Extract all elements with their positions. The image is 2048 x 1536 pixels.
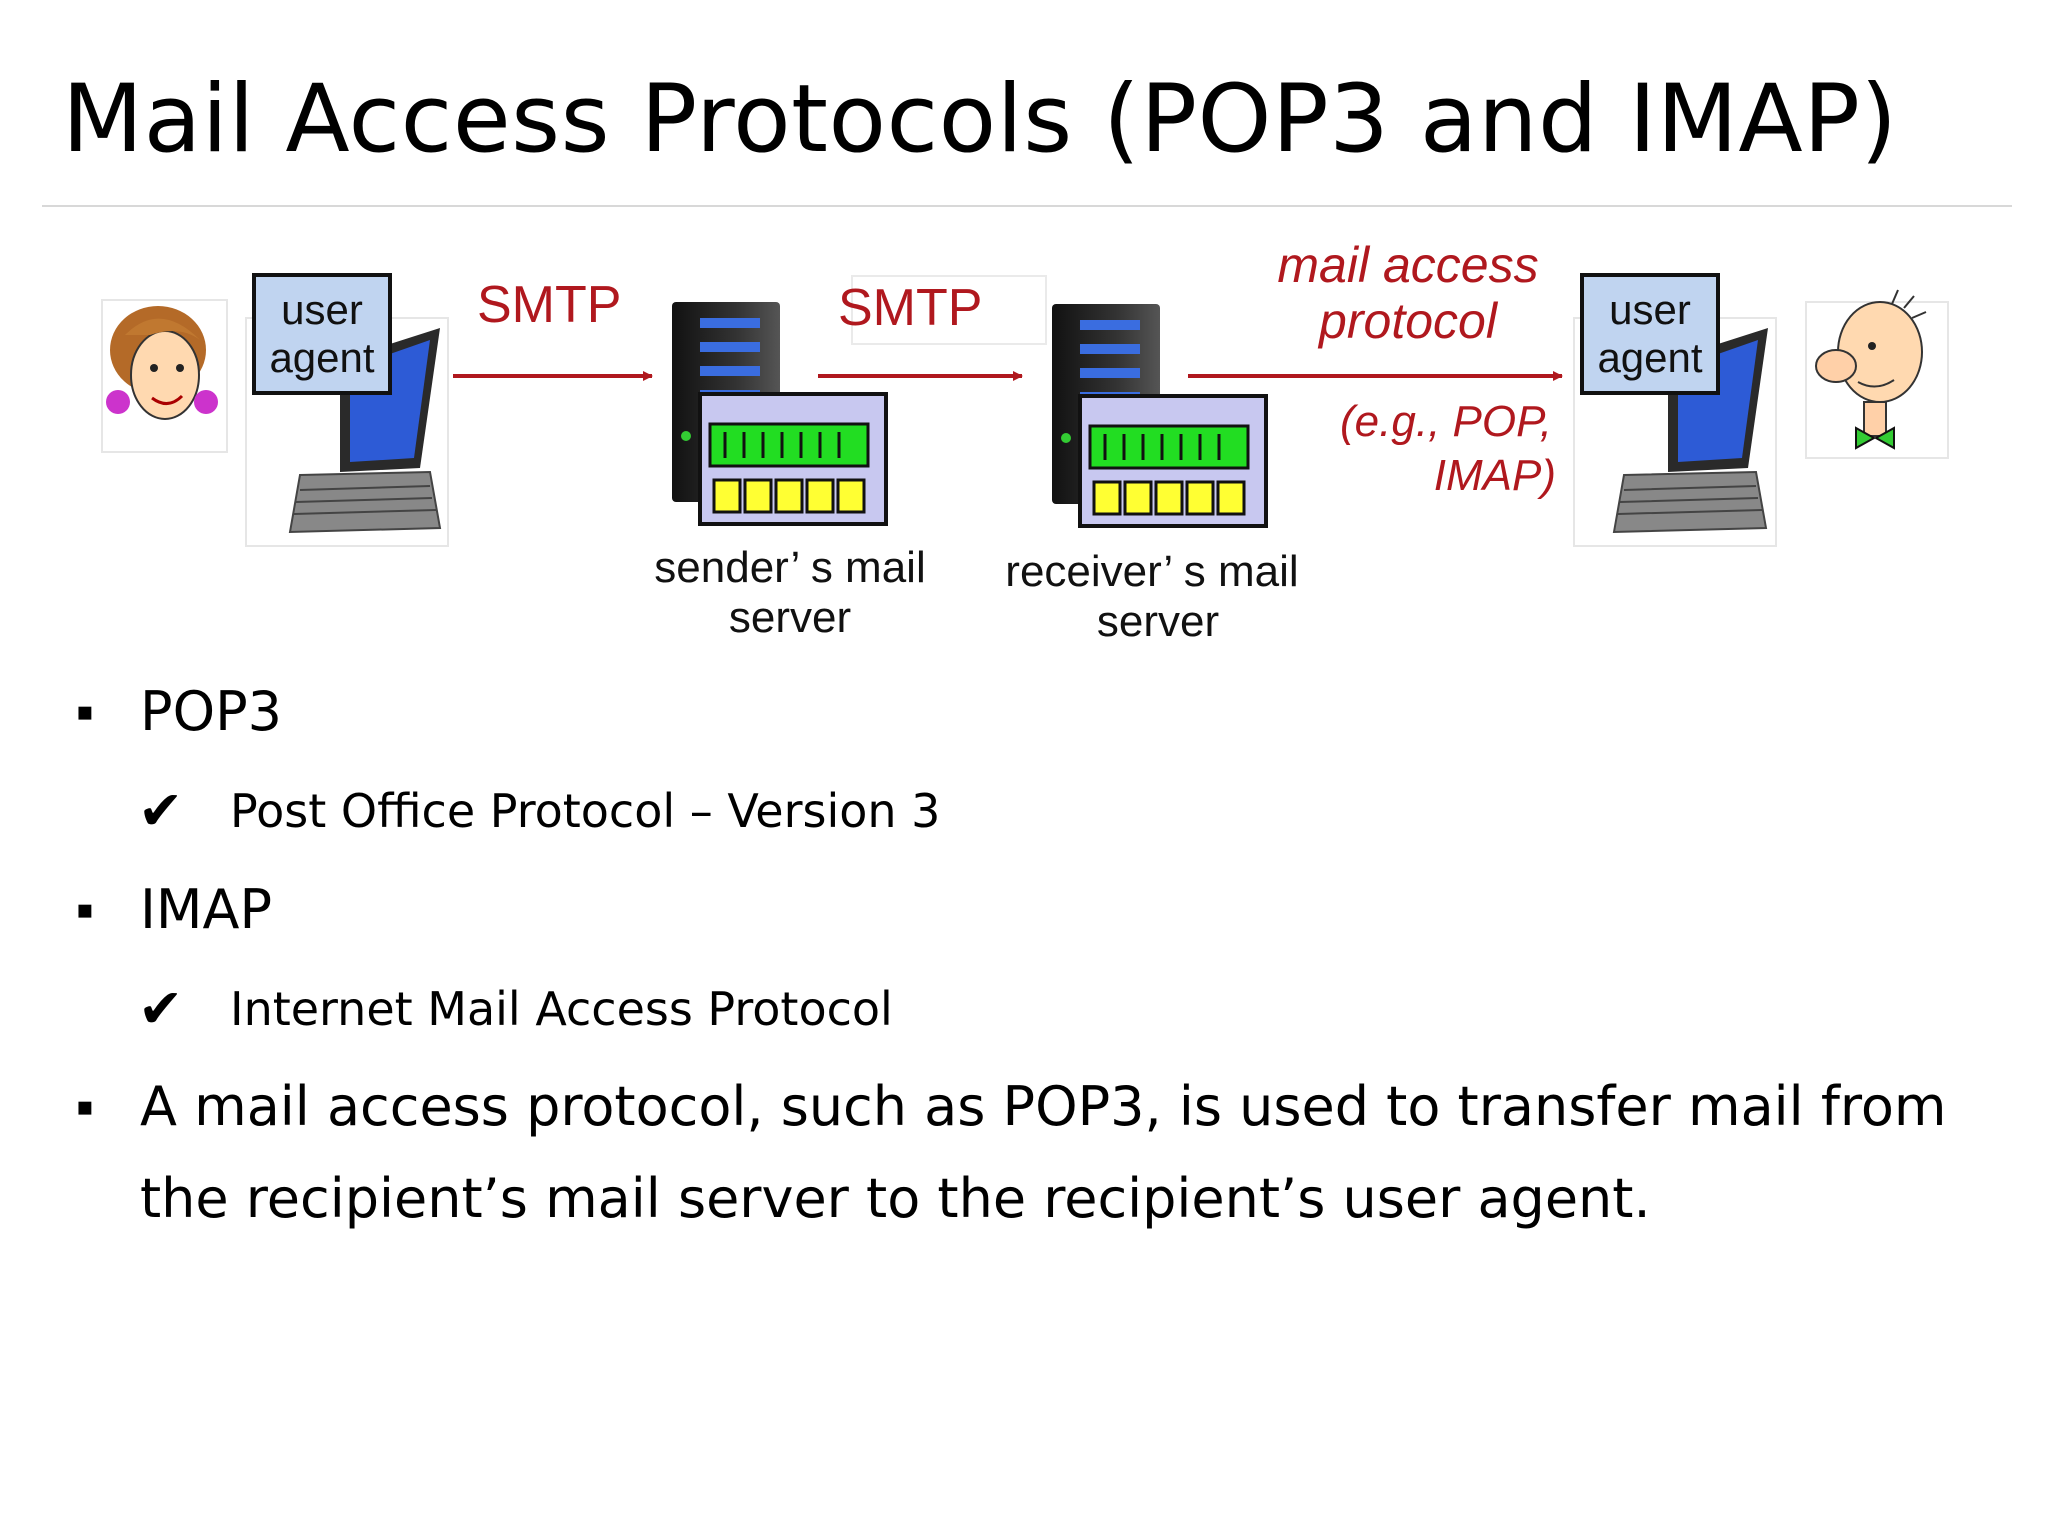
bullet-list: ▪ POP3 ✔ Post Office Protocol – Version … [68,665,1988,1245]
sender-person-icon [101,299,228,453]
bullet-mail-access-explanation: ▪ A mail access protocol, such as POP3, … [68,1061,1988,1153]
checkmark-icon: ✔ [138,977,184,1040]
bullet-square-icon: ▪ [76,697,94,727]
bullet-pop3: ▪ POP3 [68,665,1988,759]
access-example-label: (e.g., POP,IMAP) [1340,397,1556,500]
receiver-mail-server-icon [1052,304,1268,528]
smtp-label-2: SMTP [838,279,982,337]
sender-mail-server-icon [672,302,888,526]
bullet-mail-access-explanation-cont: the recipient’s mail server to the recip… [140,1167,1651,1230]
title-divider [42,205,2012,207]
smtp-label-1: SMTP [477,276,621,334]
checkmark-icon: ✔ [138,779,184,842]
receiver-person-icon [1805,289,1949,459]
sub-bullet-imap-expansion: ✔ Internet Mail Access Protocol [68,957,1988,1061]
sub-bullet-pop3-expansion: ✔ Post Office Protocol – Version 3 [68,759,1988,863]
bullet-imap: ▪ IMAP [68,863,1988,957]
bullet-square-icon: ▪ [76,895,94,925]
slide-title: Mail Access Protocols (POP3 and IMAP) [62,65,1898,174]
bullet-square-icon: ▪ [76,1092,94,1122]
smtp-label-2-box [851,275,1047,345]
